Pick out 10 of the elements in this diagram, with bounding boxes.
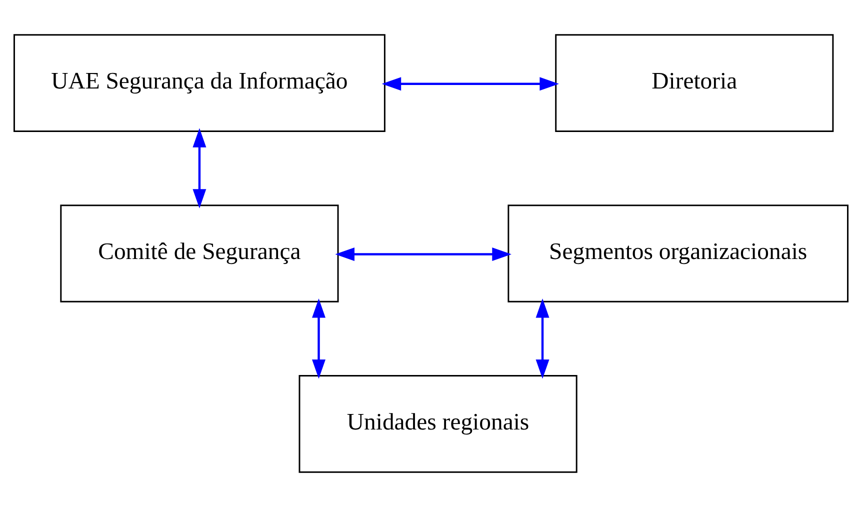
arrow <box>335 246 512 260</box>
arrow <box>192 128 206 208</box>
arrow <box>382 76 559 90</box>
node-box: Segmentos organizacionais <box>508 204 848 302</box>
node-box: Diretoria <box>555 34 834 132</box>
node-box: UAE Segurança da Informação <box>14 34 386 132</box>
arrow <box>536 298 550 378</box>
node-box: Comitê de Segurança <box>60 204 339 302</box>
arrow <box>312 298 326 378</box>
node-box: Unidades regionais <box>298 374 578 472</box>
